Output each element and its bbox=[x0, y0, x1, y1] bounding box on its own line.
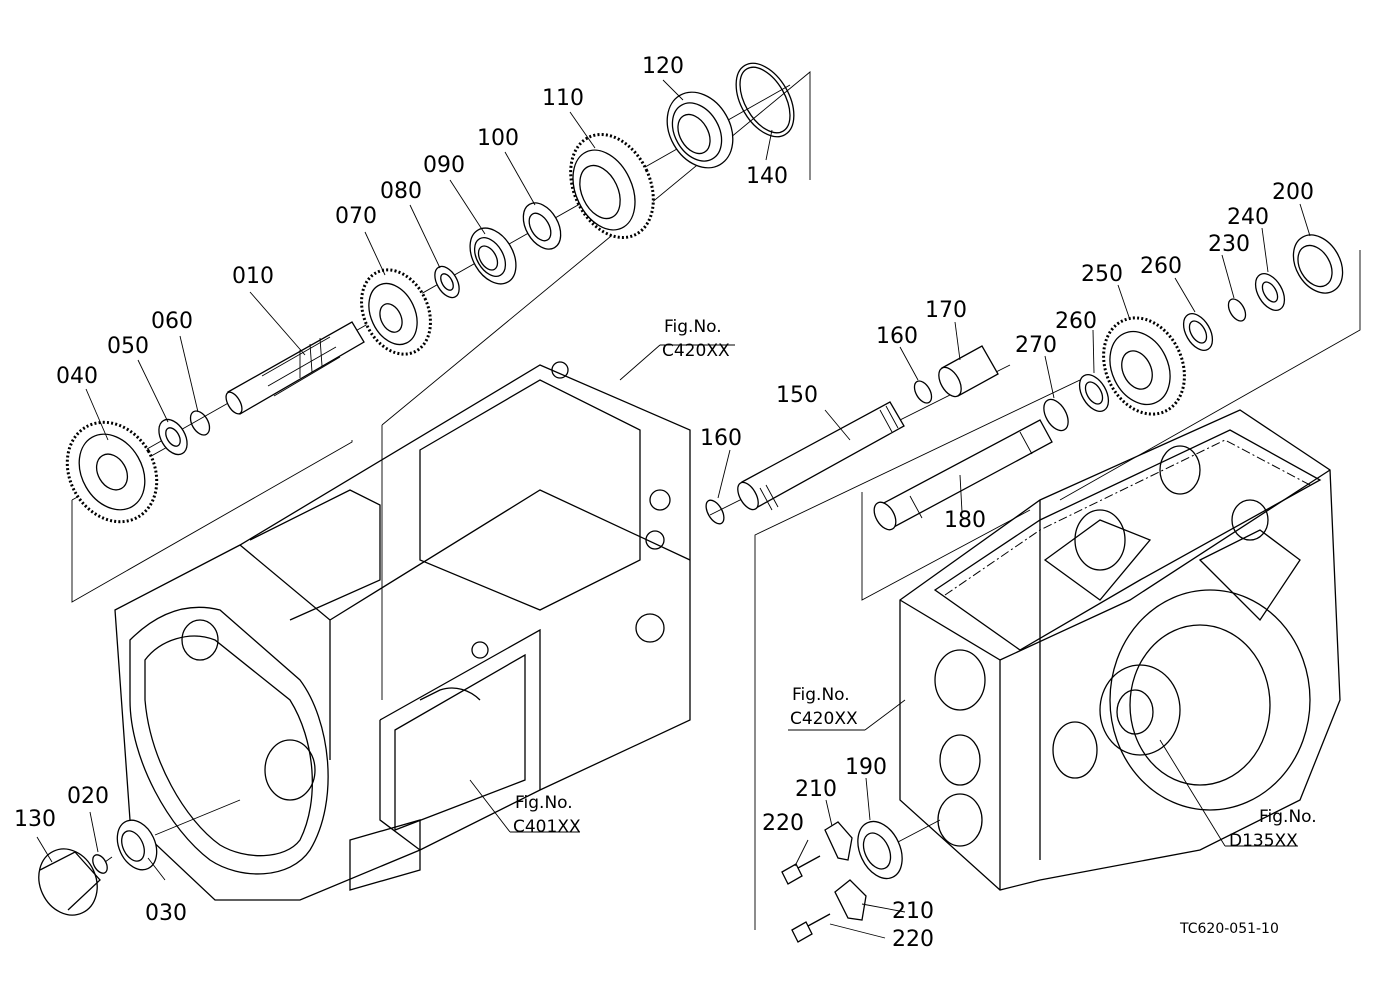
ref-code-d135: D135XX bbox=[1229, 831, 1298, 851]
bearing-120 bbox=[666, 91, 734, 169]
right-shaft-group bbox=[861, 234, 1361, 601]
label-080: 080 bbox=[380, 179, 422, 204]
label-010: 010 bbox=[232, 264, 274, 289]
ref-label-c401: Fig.No. bbox=[515, 793, 573, 813]
ref-label-d135: Fig.No. bbox=[1259, 807, 1317, 827]
label-210-bottom: 210 bbox=[892, 899, 934, 924]
plate-210a bbox=[824, 821, 853, 861]
shaft-150 bbox=[737, 401, 905, 511]
cover-130 bbox=[38, 848, 101, 916]
label-130: 130 bbox=[14, 807, 56, 832]
washer-270 bbox=[1043, 398, 1069, 432]
bolt-220b bbox=[791, 913, 831, 943]
upper-shaft-group bbox=[65, 62, 811, 700]
label-170: 170 bbox=[925, 298, 967, 323]
label-120: 120 bbox=[642, 54, 684, 79]
washer-050 bbox=[158, 418, 188, 456]
label-250: 250 bbox=[1081, 262, 1123, 287]
left-transmission-case bbox=[114, 361, 691, 901]
bearing-100 bbox=[522, 202, 562, 250]
label-090: 090 bbox=[423, 153, 465, 178]
bearing-200 bbox=[1292, 234, 1344, 294]
label-030: 030 bbox=[145, 901, 187, 926]
label-020: 020 bbox=[67, 784, 109, 809]
label-180: 180 bbox=[944, 508, 986, 533]
label-070: 070 bbox=[335, 204, 377, 229]
right-transmission-case bbox=[899, 409, 1341, 891]
label-210-top: 210 bbox=[795, 777, 837, 802]
ref-label-c420-top: Fig.No. bbox=[664, 317, 722, 337]
bearing-260b bbox=[1182, 313, 1214, 351]
gear-070 bbox=[360, 268, 432, 356]
bolt-220a bbox=[781, 855, 821, 885]
drawing-code: TC620-051-10 bbox=[1179, 921, 1279, 937]
ref-code-c420-top: C420XX bbox=[662, 341, 730, 361]
gear-110 bbox=[569, 132, 655, 240]
snap-ring-160b bbox=[913, 380, 933, 404]
label-240: 240 bbox=[1227, 205, 1269, 230]
label-060: 060 bbox=[151, 309, 193, 334]
bearing-090 bbox=[469, 227, 517, 285]
ref-label-c420-right: Fig.No. bbox=[792, 685, 850, 705]
label-220-top: 220 bbox=[762, 811, 804, 836]
label-160-left: 160 bbox=[700, 426, 742, 451]
label-200: 200 bbox=[1272, 180, 1314, 205]
part-number-labels: 010 020 030 040 050 060 070 080 090 100 … bbox=[14, 54, 1314, 952]
ring-020 bbox=[92, 854, 108, 874]
label-270: 270 bbox=[1015, 333, 1057, 358]
snap-ring-140 bbox=[735, 62, 795, 138]
shaft-180 bbox=[873, 419, 1053, 531]
seal-190 bbox=[857, 820, 903, 880]
label-100: 100 bbox=[477, 126, 519, 151]
shaft-010 bbox=[225, 321, 365, 415]
seal-030 bbox=[116, 819, 158, 871]
snap-ring-160a bbox=[705, 499, 725, 525]
label-220-bottom: 220 bbox=[892, 927, 934, 952]
snap-ring-060 bbox=[189, 410, 211, 436]
plate-210b bbox=[834, 879, 867, 921]
label-150: 150 bbox=[776, 383, 818, 408]
figure-references: Fig.No. C420XX Fig.No. C401XX Fig.No. C4… bbox=[513, 317, 1317, 851]
washer-080 bbox=[434, 265, 460, 299]
label-260-top: 260 bbox=[1140, 254, 1182, 279]
ref-code-c420-right: C420XX bbox=[790, 709, 858, 729]
label-160-right: 160 bbox=[876, 324, 918, 349]
label-110: 110 bbox=[542, 86, 584, 111]
label-050: 050 bbox=[107, 334, 149, 359]
label-190: 190 bbox=[845, 755, 887, 780]
label-040: 040 bbox=[56, 364, 98, 389]
ref-code-c401: C401XX bbox=[513, 817, 581, 837]
label-260-bottom: 260 bbox=[1055, 309, 1097, 334]
gear-040 bbox=[65, 420, 159, 524]
gear-250 bbox=[1102, 316, 1186, 416]
sleeve-170 bbox=[938, 345, 999, 398]
label-140: 140 bbox=[746, 164, 788, 189]
leader-lines bbox=[36, 79, 1311, 939]
center-shaft-group bbox=[705, 345, 1081, 930]
washer-240 bbox=[1254, 273, 1286, 311]
label-230: 230 bbox=[1208, 232, 1250, 257]
snap-ring-230 bbox=[1227, 298, 1247, 322]
